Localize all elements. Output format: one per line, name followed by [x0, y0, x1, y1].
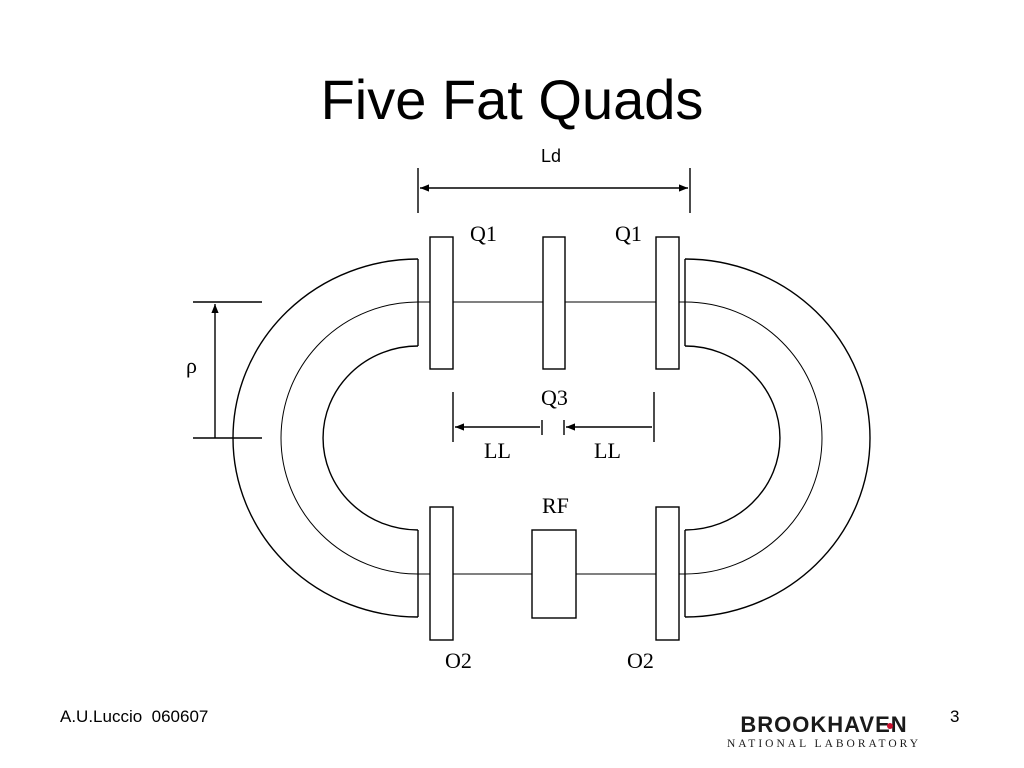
left-dipole-inner-edge	[322, 345, 419, 531]
logo-name: BROOKHAVEN	[740, 712, 908, 737]
ll-right-label: LL	[594, 438, 621, 463]
q1-right-label: Q1	[615, 221, 642, 246]
q1-left-label: Q1	[470, 221, 497, 246]
left-dipole-outer-edge	[232, 258, 419, 618]
brookhaven-logo: BROOKHAVEN NATIONAL LABORATORY	[712, 712, 936, 756]
q3-label: Q3	[541, 385, 568, 410]
page-number: 3	[950, 707, 960, 726]
right-dipole-outer-edge	[684, 258, 871, 618]
footer-author-date: A.U.Luccio 060607	[60, 707, 209, 726]
ld-label: Ld	[541, 146, 561, 166]
left-design-orbit	[280, 301, 419, 575]
slide-title: Five Fat Quads	[320, 68, 704, 131]
ll-left-label: LL	[484, 438, 511, 463]
q2-right-label: O2	[627, 648, 654, 673]
right-design-orbit	[684, 301, 823, 575]
logo-subtitle: NATIONAL LABORATORY	[726, 738, 922, 750]
q2-right-quadrupole	[655, 506, 680, 641]
q2-left-label: O2	[445, 648, 472, 673]
rho-label: ρ	[186, 353, 197, 378]
q1-left-quadrupole	[429, 236, 454, 370]
q1-right-quadrupole	[655, 236, 680, 370]
rf-cavity	[531, 529, 577, 619]
q3-quadrupole	[542, 236, 566, 370]
right-dipole-inner-edge	[684, 345, 781, 531]
q2-left-quadrupole	[429, 506, 454, 641]
logo-accent-dot-icon	[887, 723, 893, 729]
rf-label: RF	[542, 493, 569, 518]
